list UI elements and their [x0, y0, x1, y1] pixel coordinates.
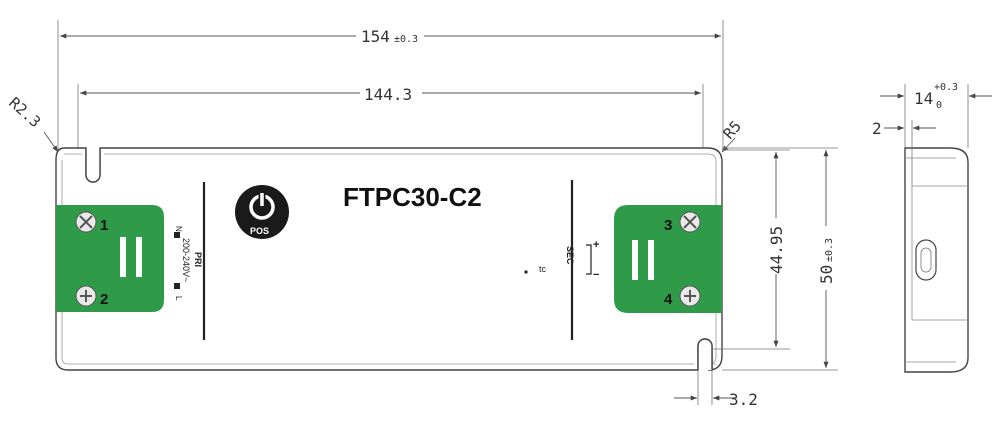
screw-icon: [679, 211, 701, 233]
neutral-label: N: [174, 226, 183, 232]
terminal-number-4: 4: [664, 291, 673, 308]
screw-icon: [75, 285, 97, 307]
minus-label: −: [593, 269, 599, 281]
radius-left-label: R2.3: [5, 94, 44, 132]
thickness-label: 14: [914, 89, 933, 108]
thickness-tol-upper: +0.3: [934, 82, 958, 93]
terminal-number-3: 3: [664, 217, 672, 234]
mounting-slot-right: [697, 338, 713, 370]
side-view: [904, 147, 969, 373]
secondary-terminal-block: 3 4: [614, 205, 722, 313]
side-step-label: 2: [872, 119, 882, 138]
brand-logo: POS: [235, 185, 289, 239]
radius-right-label: R5: [720, 117, 745, 142]
housing: [55, 147, 723, 371]
total-length-tolerance: ±0.3: [394, 34, 418, 45]
terminal-number-1: 1: [100, 217, 108, 234]
primary-label-area: N L 200-240V~ PRI: [174, 182, 206, 340]
secondary-label: SEC: [565, 246, 575, 265]
dimension-thickness: 14 +0.3 0: [880, 82, 992, 148]
slot-width-label: 3.2: [729, 390, 758, 409]
thickness-tol-lower: 0: [936, 100, 942, 111]
hole-pitch-label: 144.3: [364, 85, 412, 104]
screw-icon: [75, 211, 97, 233]
plus-label: +: [593, 239, 599, 251]
line-label: L: [174, 296, 183, 301]
tc-point: tc: [524, 264, 547, 274]
input-voltage-label: 200-240V~: [181, 238, 191, 282]
primary-terminal-block: 1 2: [56, 205, 164, 312]
radius-callout-right: R5: [720, 117, 745, 153]
secondary-label-area: SEC + −: [565, 180, 599, 340]
terminal-number-2: 2: [100, 291, 108, 308]
dimension-hole-pitch-vertical: 44.95: [712, 149, 790, 350]
model-name: FTPC30-C2: [343, 182, 482, 212]
logo-text: POS: [250, 226, 269, 236]
total-width-label: 50: [817, 265, 836, 284]
dimension-hole-pitch: 144.3: [77, 83, 704, 158]
screw-icon: [679, 285, 701, 307]
total-width-tolerance: ±0.3: [824, 238, 835, 262]
tc-label: tc: [539, 264, 547, 274]
dimension-total-length: 154 ±0.3: [57, 20, 724, 150]
primary-label: PRI: [193, 252, 203, 267]
mounting-slot-left: [85, 148, 101, 183]
dimension-slot-width: 3.2: [674, 370, 758, 409]
total-length-label: 154: [361, 27, 390, 46]
dimension-side-step: 2: [872, 119, 936, 186]
hole-pitch-vertical-label: 44.95: [767, 226, 786, 274]
radius-callout-left: R2.3: [5, 94, 59, 153]
dimension-total-width: 50 ±0.3: [722, 147, 838, 371]
